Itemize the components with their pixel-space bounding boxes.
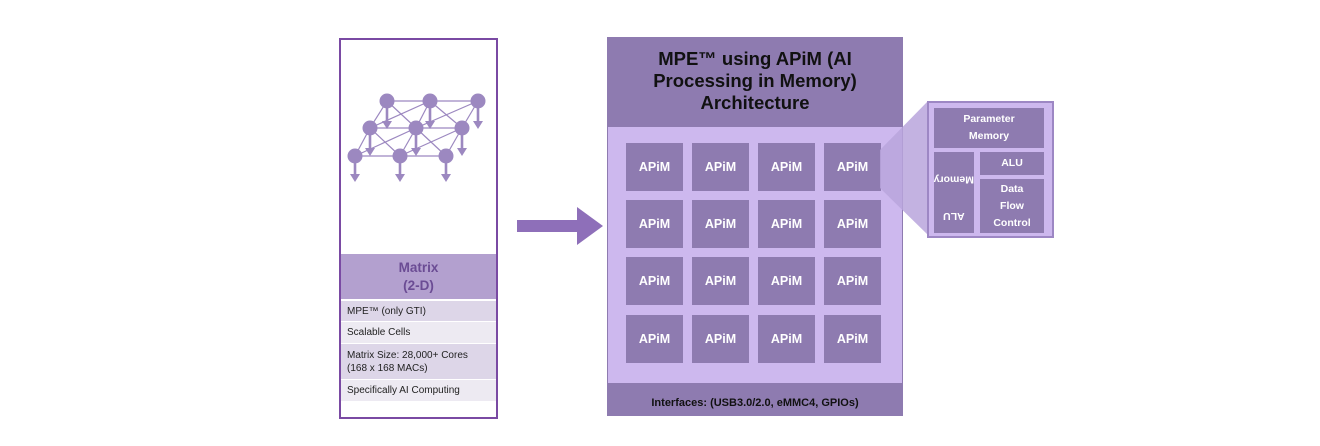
data-flow-control-label-2: Flow: [1000, 199, 1024, 212]
apim-cell: APiM: [626, 257, 683, 305]
apim-cell: APiM: [824, 200, 881, 248]
apim-cell: APiM: [626, 143, 683, 191]
matrix-row: Scalable Cells: [341, 322, 496, 343]
apim-cell: APiM: [692, 200, 749, 248]
apim-cell: APiM: [758, 200, 815, 248]
apim-cell: APiM: [692, 315, 749, 363]
alu-memory-label-b: Memory: [933, 173, 975, 186]
data-flow-control-label-3: Control: [993, 216, 1031, 229]
matrix-row-text: Matrix Size: 28,000+ Cores: [347, 349, 468, 361]
apim-cell: APiM: [824, 257, 881, 305]
data-flow-control-label: Data: [1000, 182, 1024, 195]
alu-block: ALU: [980, 152, 1044, 175]
mpe-title-line: MPE™ using APiM (AI: [658, 48, 852, 69]
apim-cell: APiM: [758, 315, 815, 363]
mpe-title-line: Architecture: [700, 92, 810, 113]
apim-cell: APiM: [692, 143, 749, 191]
matrix-row-text: MPE™ (only GTI): [347, 305, 426, 317]
alu-memory-label: ALU Memory: [934, 159, 974, 227]
matrix-row-text: Specifically AI Computing: [347, 385, 460, 396]
apim-cell: APiM: [824, 143, 881, 191]
data-flow-control-block: Data Flow Control: [980, 179, 1044, 233]
matrix-header: Matrix (2-D): [341, 254, 496, 299]
mpe-title: MPE™ using APiM (AI Processing in Memory…: [607, 48, 903, 114]
apim-cell: APiM: [626, 315, 683, 363]
matrix-title: Matrix: [398, 259, 439, 275]
apim-cell: APiM: [758, 143, 815, 191]
matrix-row-text-2: (168 x 168 MACs): [347, 362, 428, 374]
zoom-connector: [880, 101, 928, 235]
apim-cell: APiM: [824, 315, 881, 363]
apim-cell: APiM: [626, 200, 683, 248]
matrix-row: MPE™ (only GTI): [341, 301, 496, 321]
parameter-memory-block: Parameter Memory: [934, 108, 1044, 148]
matrix-row: Matrix Size: 28,000+ Cores (168 x 168 MA…: [341, 344, 496, 379]
apim-cell: APiM: [758, 257, 815, 305]
parameter-memory-label-2: Memory: [968, 130, 1010, 142]
interfaces-label: Interfaces: (USB3.0/2.0, eMMC4, GPIOs): [651, 397, 859, 409]
matrix-graph-icon: [347, 93, 486, 182]
parameter-memory-label: Parameter: [963, 113, 1015, 125]
matrix-row: Specifically AI Computing: [341, 380, 496, 401]
right-arrow-icon: [517, 207, 603, 245]
apim-cell: APiM: [692, 257, 749, 305]
alu-memory-label-a: ALU: [943, 210, 965, 223]
matrix-subtitle: (2-D): [403, 277, 434, 293]
matrix-row-text: Scalable Cells: [347, 327, 411, 338]
mpe-title-line: Processing in Memory): [653, 70, 857, 91]
alu-memory-block: ALU Memory: [934, 152, 974, 233]
